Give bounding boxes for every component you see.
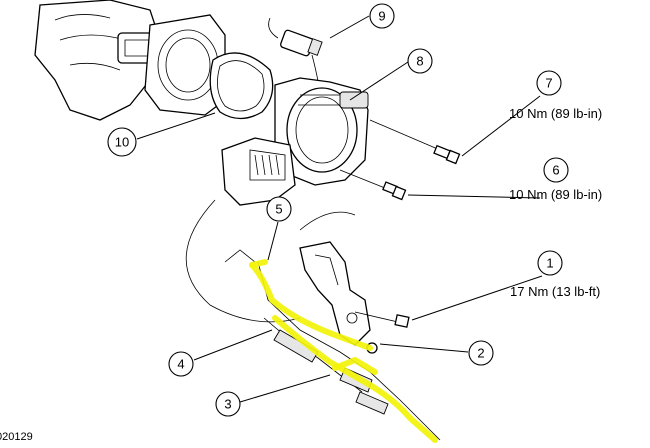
callout-8-number: 8	[416, 54, 423, 69]
callout-9: 9	[369, 3, 395, 29]
callout-2: 2	[468, 340, 494, 366]
callout-5: 5	[266, 196, 292, 222]
callout-10: 10	[107, 127, 137, 157]
bolt-item-6	[339, 169, 407, 201]
callout-3: 3	[215, 391, 241, 417]
bolt-item-7	[369, 119, 461, 165]
callout-7-number: 7	[545, 76, 552, 91]
leader-lines	[136, 15, 543, 403]
gasket	[209, 52, 274, 120]
callout-8: 8	[407, 48, 433, 74]
callout-1: 1	[537, 250, 563, 276]
bolt-item-1	[354, 311, 410, 328]
callout-5-number: 5	[275, 202, 282, 217]
callout-4-number: 4	[177, 357, 184, 372]
callout-2-number: 2	[477, 346, 484, 361]
torque-spec-item-1: 17 Nm (13 lb-ft)	[510, 284, 600, 299]
cable-routing-outline	[185, 199, 356, 323]
callout-4: 4	[168, 351, 194, 377]
callout-6: 6	[543, 157, 569, 183]
torque-spec-item-6: 10 Nm (89 lb-in)	[509, 187, 602, 202]
throttle-body	[274, 77, 369, 186]
intake-manifold	[34, 0, 161, 121]
sensor-connector	[268, 17, 323, 111]
cable-highlight	[249, 259, 438, 443]
torque-spec-item-7: 10 Nm (89 lb-in)	[509, 106, 602, 121]
callout-3-number: 3	[224, 397, 231, 412]
callout-7: 7	[536, 70, 562, 96]
callout-1-number: 1	[546, 256, 553, 271]
callout-10-number: 10	[115, 135, 129, 150]
figure-id: 020129	[0, 431, 33, 443]
callout-9-number: 9	[378, 9, 385, 24]
throttle-actuator-bracket	[221, 137, 296, 206]
callout-6-number: 6	[552, 163, 559, 178]
cable-bracket	[299, 241, 371, 346]
